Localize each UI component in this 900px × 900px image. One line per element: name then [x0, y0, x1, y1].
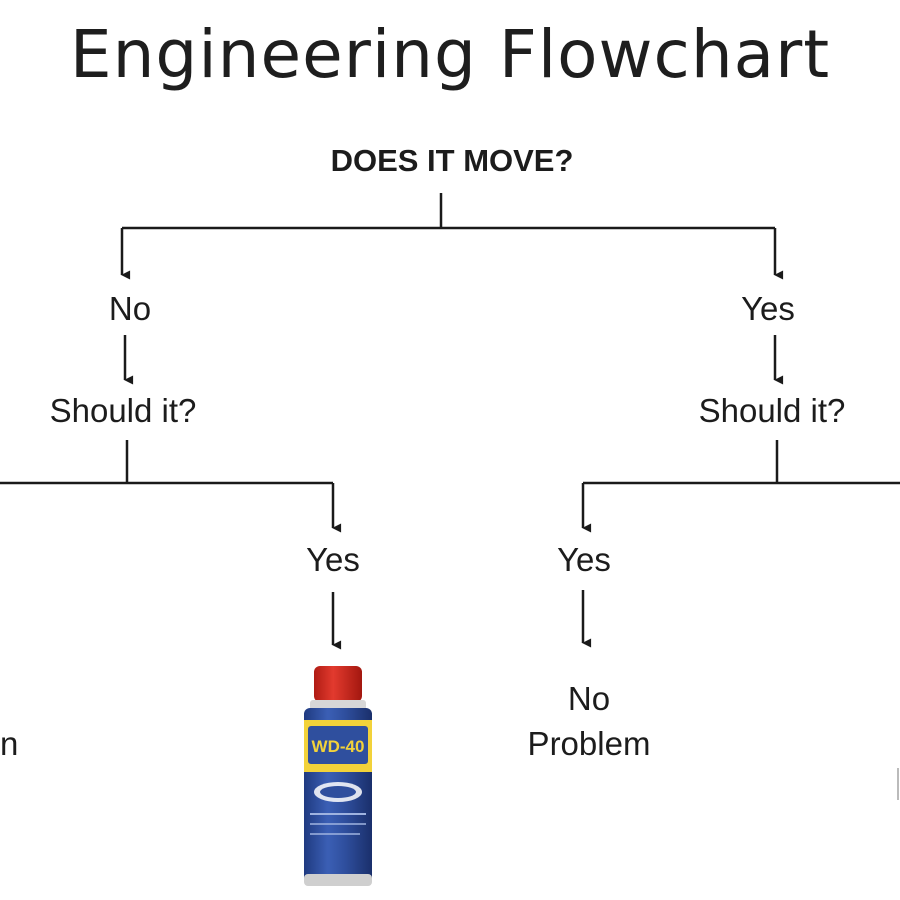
outcome-no: No [567, 680, 611, 717]
left-should-it: Should it? [49, 392, 197, 429]
left-sub-yes: Yes [306, 541, 360, 578]
wd40-can-icon: WD-40 [304, 666, 372, 886]
can-label-text: WD-40 [312, 737, 365, 756]
cut-off-text: n [0, 725, 19, 762]
right-should-it: Should it? [698, 392, 846, 429]
right-sub-yes: Yes [557, 541, 611, 578]
right-answer-yes: Yes [741, 290, 795, 327]
outcome-problem: Problem [527, 725, 651, 762]
root-question: DOES IT MOVE? [330, 143, 574, 178]
flowchart-title: Engineering Flowchart [69, 16, 831, 93]
left-answer-no: No [108, 290, 152, 327]
